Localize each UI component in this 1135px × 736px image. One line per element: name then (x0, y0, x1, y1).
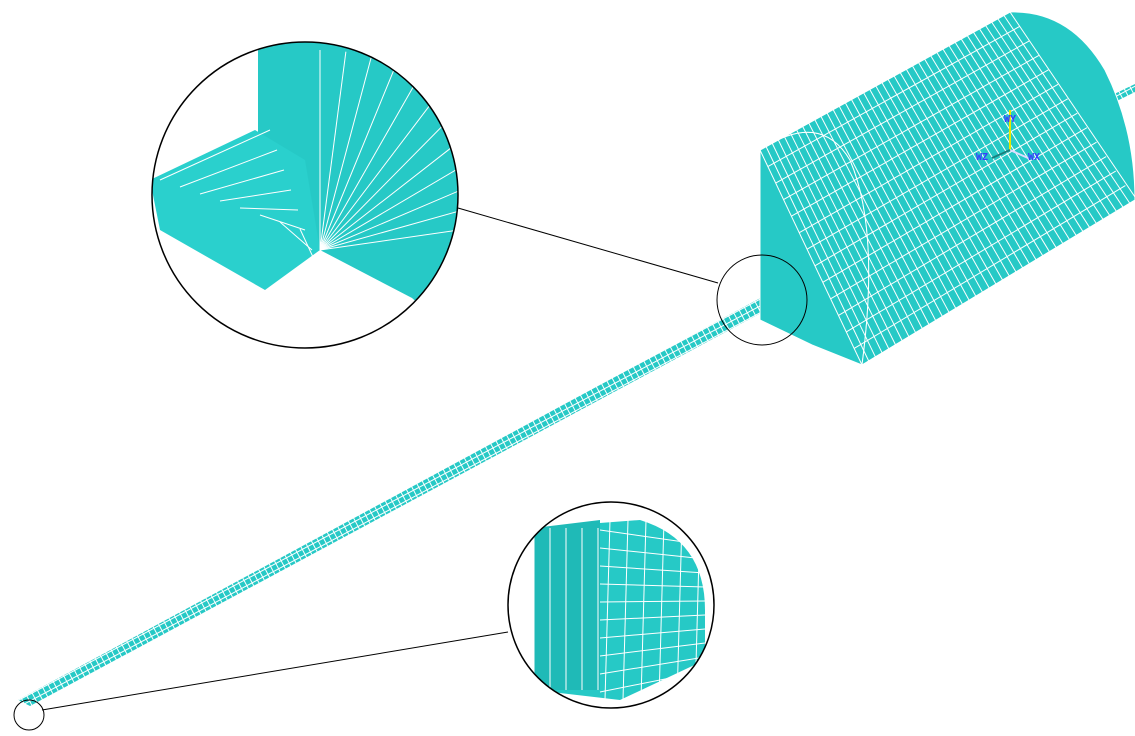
junction-mesh-line (319, 51, 347, 251)
rod-end-mesh-line (604, 519, 611, 701)
junction-mesh-line (319, 76, 420, 251)
coordinate-triad-icon: WY WX WZ (976, 110, 1040, 163)
rod-end-mesh-line (622, 519, 629, 701)
block-mesh-line (881, 82, 997, 285)
block-mesh-line (1009, 12, 1135, 201)
block-mesh-line (796, 129, 903, 342)
triad-x-label: WX (1028, 152, 1040, 163)
block-mesh-line (1003, 15, 1131, 205)
junction-mesh-line (319, 64, 397, 251)
block-mesh-line (861, 199, 1135, 365)
junction-mesh-line (319, 221, 458, 251)
junction-mesh-line (319, 148, 458, 251)
block-mesh-line (930, 55, 1051, 253)
rod-end-mesh-line (676, 519, 683, 701)
junction-mesh-line (319, 90, 442, 251)
block-mesh-line (767, 26, 1020, 167)
block-mesh-line (814, 119, 923, 330)
block-mesh-line (765, 146, 870, 362)
junction-mesh-line (319, 107, 458, 251)
block-mesh-line (777, 139, 883, 354)
block-mesh-line (844, 102, 957, 309)
junction-mesh-line (239, 207, 299, 211)
block-mesh-line (802, 126, 910, 338)
block-mesh-line (893, 75, 1010, 277)
block-mesh-line (853, 185, 1126, 349)
block-mesh-line (790, 132, 896, 346)
block-mesh-line (838, 106, 950, 313)
block-mesh-line (808, 122, 917, 334)
triad-y-label: WY (1004, 114, 1016, 125)
block-mesh-line (806, 98, 1068, 250)
block-mesh-line (985, 25, 1111, 217)
block-mesh-line (838, 156, 1107, 316)
block-mesh-line (960, 38, 1084, 233)
block-mesh-line (830, 141, 1097, 300)
block-mesh-line (972, 31, 1098, 225)
zoom-marker-rod-end (13, 699, 45, 731)
rod-end-mesh-line (640, 519, 647, 701)
block-mesh-line (924, 58, 1044, 257)
junction-mesh-line (299, 228, 320, 271)
block-mesh-line (997, 18, 1125, 209)
block-mesh-line (905, 68, 1024, 269)
zoom-callout-junction (151, 41, 459, 349)
block-mesh-line (899, 72, 1017, 273)
triad-z-label: WZ (976, 152, 988, 163)
block-mesh-line (826, 112, 937, 321)
block-mesh-line (760, 149, 863, 365)
block-mesh-line (771, 143, 876, 358)
quarter-cylinder-block (759, 11, 1135, 366)
block-mesh-line (942, 48, 1064, 245)
block-mesh-line (851, 99, 964, 305)
block-mesh-line (846, 170, 1117, 333)
junction-mesh-line (319, 195, 458, 251)
junction-mesh-line (199, 169, 285, 195)
block-mesh-line (832, 109, 943, 317)
rod-end-mesh-line (599, 656, 706, 675)
block-mesh-line (783, 136, 890, 350)
rod-end-mesh-line (599, 547, 706, 560)
block-mesh-line (783, 54, 1040, 201)
zoom-marker-junction (716, 254, 808, 346)
block-mesh-line (863, 92, 977, 297)
rod-end-mesh-line (599, 583, 706, 588)
rod-end-mesh-line (599, 642, 706, 657)
block-mesh-line (798, 83, 1059, 234)
callout-line-bottom (41, 631, 509, 711)
block-mesh-line (887, 79, 1004, 281)
callout-line-top (457, 207, 719, 284)
junction-mesh-line (259, 214, 306, 231)
block-mesh-line (775, 40, 1030, 184)
block-mesh-line (966, 35, 1091, 229)
block-mesh-line (820, 116, 930, 325)
junction-mesh-line (319, 171, 458, 251)
rod-end-mesh-line (599, 600, 706, 603)
block-mesh-line (791, 69, 1049, 217)
rod-end-mesh-line (658, 519, 665, 701)
junction-mesh-line (159, 129, 271, 181)
block-mesh-line (954, 42, 1078, 237)
block-mesh-line (912, 65, 1031, 265)
block-mesh-line (991, 21, 1118, 213)
junction-mesh-line (179, 149, 278, 188)
block-mesh-line (869, 89, 984, 293)
rod-end-mesh-line (599, 565, 706, 574)
block-mesh-line (814, 112, 1078, 267)
block-mesh-line (918, 62, 1037, 261)
rod-end-mesh-line (599, 614, 706, 621)
block-mesh-line (822, 127, 1088, 283)
block-mesh-line (875, 85, 990, 289)
zoom-callout-rod-end (507, 501, 715, 709)
junction-mesh-line (279, 221, 313, 251)
block-mesh-line (857, 95, 970, 301)
rod-end-mesh-line (599, 628, 706, 639)
junction-mesh-line (219, 189, 292, 202)
block-mesh-line (936, 52, 1057, 249)
rod-end-mesh-line (599, 529, 706, 546)
block-mesh-line (979, 28, 1104, 221)
junction-mesh-line (319, 56, 372, 251)
